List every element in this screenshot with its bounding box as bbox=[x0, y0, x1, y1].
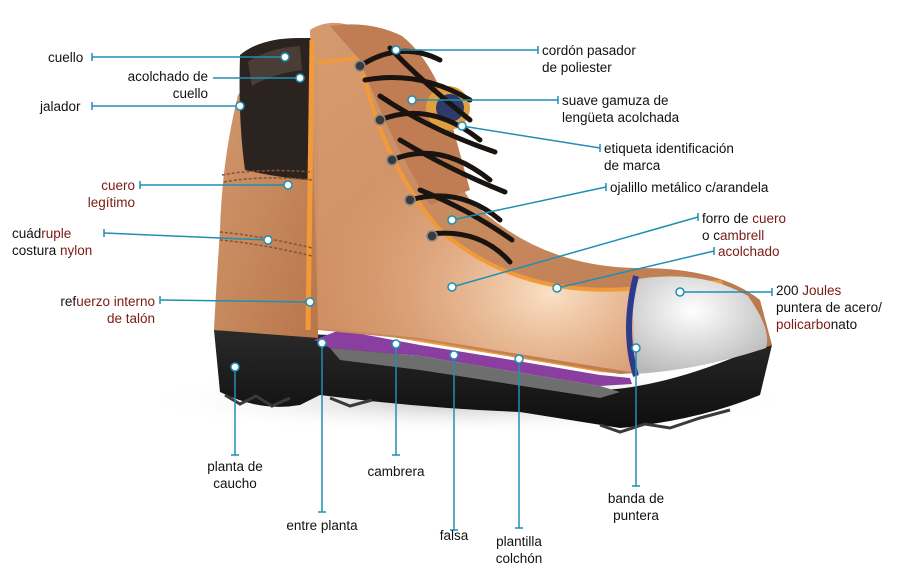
leader-lines bbox=[92, 49, 772, 530]
label-forro-cuero: forro de cuero o cambrell bbox=[702, 211, 787, 243]
label-falsa: falsa bbox=[439, 528, 469, 543]
label-cambrera: cambrera bbox=[367, 464, 425, 479]
label-cuero-legitimo: cuero legítimo bbox=[87, 178, 135, 210]
steel-toe-cap bbox=[632, 276, 768, 374]
midsole-grey bbox=[330, 348, 620, 398]
label-cordon-pasador: cordón pasador de poliester bbox=[542, 43, 636, 75]
label-cuadruple-costura: cuádruple costura nylon bbox=[12, 226, 93, 258]
label-jalador: jalador bbox=[40, 99, 81, 114]
label-cuello: cuello bbox=[48, 50, 84, 65]
heel-lining bbox=[305, 39, 315, 331]
label-banda-puntera: banda de puntera bbox=[607, 491, 665, 523]
leader-ticks bbox=[91, 46, 773, 531]
label-etiqueta-marca: etiqueta identificación de marca bbox=[604, 141, 734, 173]
label-puntera-acero: 200 Joules puntera de acero/ policarbona… bbox=[776, 283, 882, 332]
label-ojalillo: ojalillo metálico c/arandela bbox=[610, 180, 769, 195]
label-plantilla-colchon: plantilla colchón bbox=[495, 534, 543, 566]
toe-band bbox=[626, 275, 639, 377]
label-acolchado-cuello: acolchado de cuello bbox=[127, 69, 208, 101]
label-refuerzo-talon: refuerzo interno de talón bbox=[60, 294, 155, 326]
leader-dots bbox=[230, 45, 685, 372]
label-acolchado: acolchado bbox=[718, 244, 780, 259]
lining-edge bbox=[317, 55, 742, 331]
label-planta-caucho: planta de caucho bbox=[207, 459, 263, 491]
heel-stitching bbox=[219, 169, 313, 257]
eyelets bbox=[354, 60, 438, 242]
label-suave-gamuza: suave gamuza de lengüeta acolchada bbox=[562, 93, 680, 125]
label-entre-planta: entre planta bbox=[286, 518, 358, 533]
